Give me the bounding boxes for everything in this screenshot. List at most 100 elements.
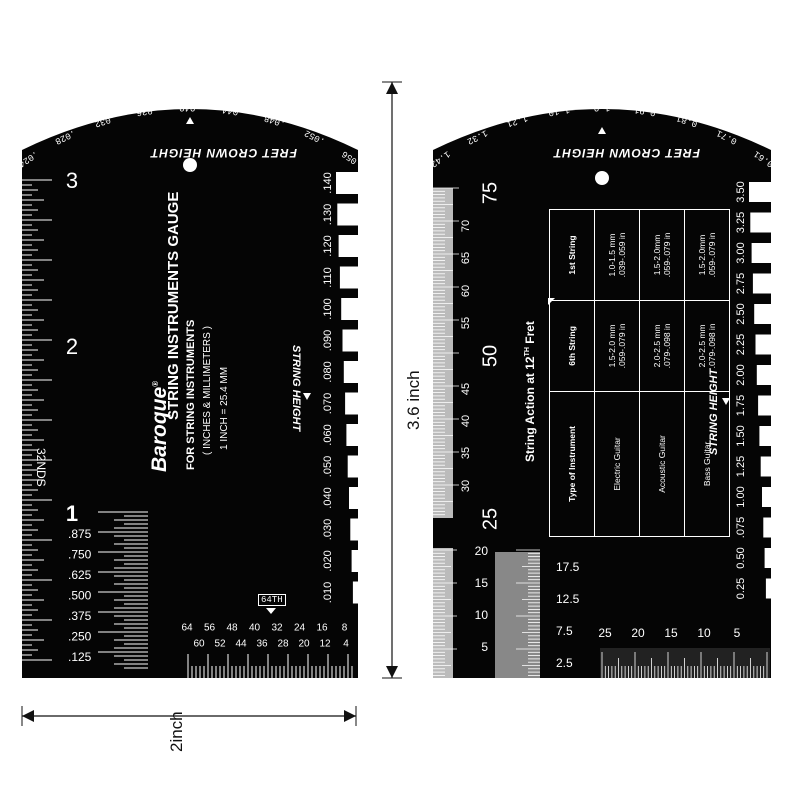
left-fret-notch [166,82,174,90]
inch-fraction-label: .375 [68,609,92,623]
right-lower-value: 5 [481,640,488,654]
right-height-pointer [722,398,730,405]
right-string-height-slot [760,456,771,477]
left-string-height-value: .130 [322,204,334,225]
right-fret-notch [540,87,548,95]
right-bottom-value: 10 [697,626,711,640]
left-string-height-slot [341,298,358,320]
left-string-height-slot [336,172,358,194]
right-string-height-value: 2.75 [735,273,747,294]
height-dimension-label: 3.6 inch [404,370,423,430]
right-fret-notch [578,82,586,90]
right-string-height-value: 1.00 [735,486,747,507]
right-fret-notch [559,83,567,91]
right-fret-notch [432,130,440,138]
left-string-height-slot [346,424,358,446]
right-string-height-value: 1.25 [735,456,747,477]
left-string-height-value: .020 [322,550,334,571]
right-fret-pointer [598,127,606,134]
table-header-1st: 1st String [549,209,595,301]
left-string-height-value: .040 [322,487,334,508]
left-string-height-value: .120 [322,235,334,256]
right-lower-half-value: 2.5 [556,656,573,670]
sixtyfourth-top-value: 64 [181,623,193,634]
left-string-height-slot [349,487,358,509]
right-string-height-slot [749,182,771,202]
left-fret-notch [206,82,214,90]
left-fret-notch [244,87,252,95]
left-fret-notch [109,91,117,99]
sixtyfourth-bottom-value: 28 [277,639,289,650]
right-string-height-slot [763,517,771,538]
right-ruler-value: 60 [460,285,472,297]
sixtyfourth-bottom-value: 12 [319,639,331,650]
right-string-height-value: 0.50 [735,547,747,568]
right-fret-notch [449,120,457,128]
sixtyfourth-top-value: 40 [249,623,261,634]
right-ruler-value: 65 [460,252,472,264]
right-fret-notch [466,111,474,119]
left-string-height-slot [347,455,358,478]
sixtyfourth-top-value: 48 [226,623,238,634]
sixtyfourth-top-value: 32 [271,623,283,634]
left-string-height-value: .030 [322,519,334,540]
right-string-height-value: 3.25 [735,212,747,233]
conversion-note: 1 INCH = 25.4 MM [219,366,230,450]
right-string-height-value: 2.25 [735,334,747,355]
left-fret-notch [335,120,343,128]
left-string-height-slot [345,392,358,415]
inch-fraction-label: .500 [68,589,92,603]
right-ruler-75: 75 [479,182,501,204]
right-ruler-value: 30 [460,480,472,492]
sixtyfourth-label: 64TH [258,594,286,606]
right-ruler-25: 25 [479,508,501,530]
right-string-height-value: 3.00 [735,242,747,263]
left-string-height-slot [339,266,358,289]
left-string-height-slot [342,329,358,352]
right-bottom-value: 25 [598,626,612,640]
left-string-height-value: .110 [322,267,334,288]
sixtyfourth-bottom-value: 20 [298,639,310,650]
left-string-height-slot [350,518,358,541]
left-hang-hole [183,158,197,172]
string-action-table: Type of Instrument 6th String 1st String… [549,209,730,537]
left-gauge-body [22,109,358,678]
left-fret-crown-value: .036 [136,104,159,117]
right-string-height-slot [765,578,771,599]
right-string-height-slot [762,487,771,507]
sixtyfourth-bottom-value: 52 [214,639,226,650]
ruler-major-2: 2 [66,334,78,359]
left-string-height-value: .060 [322,424,334,445]
right-string-height-value: 1.75 [735,395,747,416]
right-hang-hole [595,171,609,185]
right-lower-value: 15 [475,576,489,590]
sixtyfourth-top-value: 24 [294,623,306,634]
left-fret-notch [186,81,194,89]
right-ruler-value: 35 [460,447,472,459]
left-fret-pointer [186,117,194,124]
sixtyfourth-pointer [266,608,276,614]
units-note: ( INCHES & MILLIMETERS ) [202,326,213,455]
inch-fraction-label: .875 [68,527,92,541]
right-string-height-slot [752,273,771,294]
left-fret-notch [352,130,360,138]
right-string-height-value: 3.50 [735,181,747,202]
right-fret-notch [598,81,606,89]
right-fret-notch [502,96,510,104]
right-gauge-body [433,109,771,678]
inch-fraction-label: .250 [68,630,92,644]
left-string-height-value: .080 [322,361,334,382]
table-row: Bass Guitar 2.0-2.5 mm.079-.098 in 1.5-2… [684,209,730,537]
right-string-height-value: .075 [735,517,747,538]
left-fret-notch [37,120,45,128]
right-ruler-value: 55 [460,317,472,329]
right-fret-notch [675,91,683,99]
left-fret-crown-value: .044 [222,104,245,117]
width-dimension-label: 2inch [167,711,186,752]
right-fret-notch [764,130,772,138]
left-fret-notch [147,83,155,91]
left-string-height-slot [337,203,358,226]
right-fret-crown-label: FRET CROWN HEIGHT [553,146,700,160]
left-fret-notch [72,103,80,111]
